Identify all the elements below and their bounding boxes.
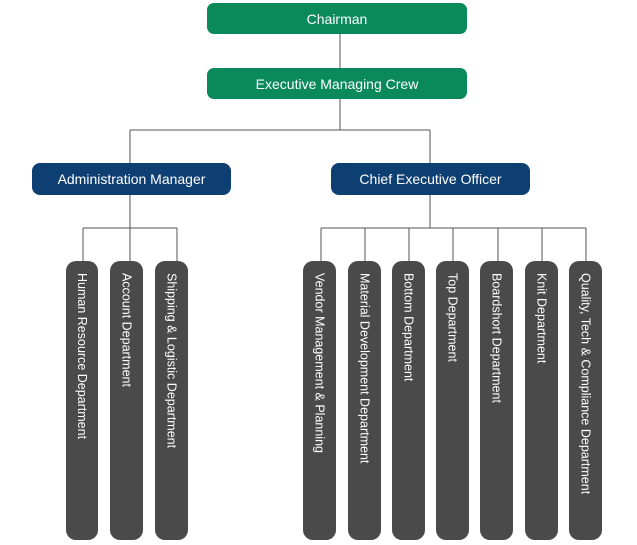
dept-bottom: Bottom Department [392,261,425,540]
dept-label: Vendor Management & Planning [312,273,327,453]
chairman-node: Chairman [207,3,467,34]
dept-account: Account Department [110,261,143,540]
dept-material-development: Material Development Department [348,261,381,540]
administration-manager-node: Administration Manager [32,163,231,195]
dept-human-resource: Human Resource Department [66,261,98,540]
dept-shipping-logistic: Shipping & Logistic Department [155,261,188,540]
dept-vendor-management: Vendor Management & Planning [303,261,336,540]
executive-managing-crew-label: Executive Managing Crew [255,75,419,92]
dept-knit: Knit Department [525,261,558,540]
administration-manager-label: Administration Manager [57,171,206,187]
chairman-label: Chairman [306,10,368,27]
dept-top: Top Department [436,261,469,540]
dept-label: Shipping & Logistic Department [164,273,179,449]
dept-label: Human Resource Department [75,273,89,440]
chief-executive-officer-label: Chief Executive Officer [359,171,502,187]
executive-managing-crew-node: Executive Managing Crew [207,68,467,99]
dept-boardshort: Boardshort Department [480,261,513,540]
dept-label: Material Development Department [357,273,372,464]
dept-label: Quality, Tech & Compliance Department [578,273,593,495]
chief-executive-officer-node: Chief Executive Officer [331,163,530,195]
dept-label: Account Department [119,273,134,387]
dept-label: Boardshort Department [489,273,504,403]
dept-quality-tech-compliance: Quality, Tech & Compliance Department [569,261,602,540]
dept-label: Top Department [445,273,460,362]
dept-label: Knit Department [534,273,549,364]
dept-label: Bottom Department [401,273,416,382]
